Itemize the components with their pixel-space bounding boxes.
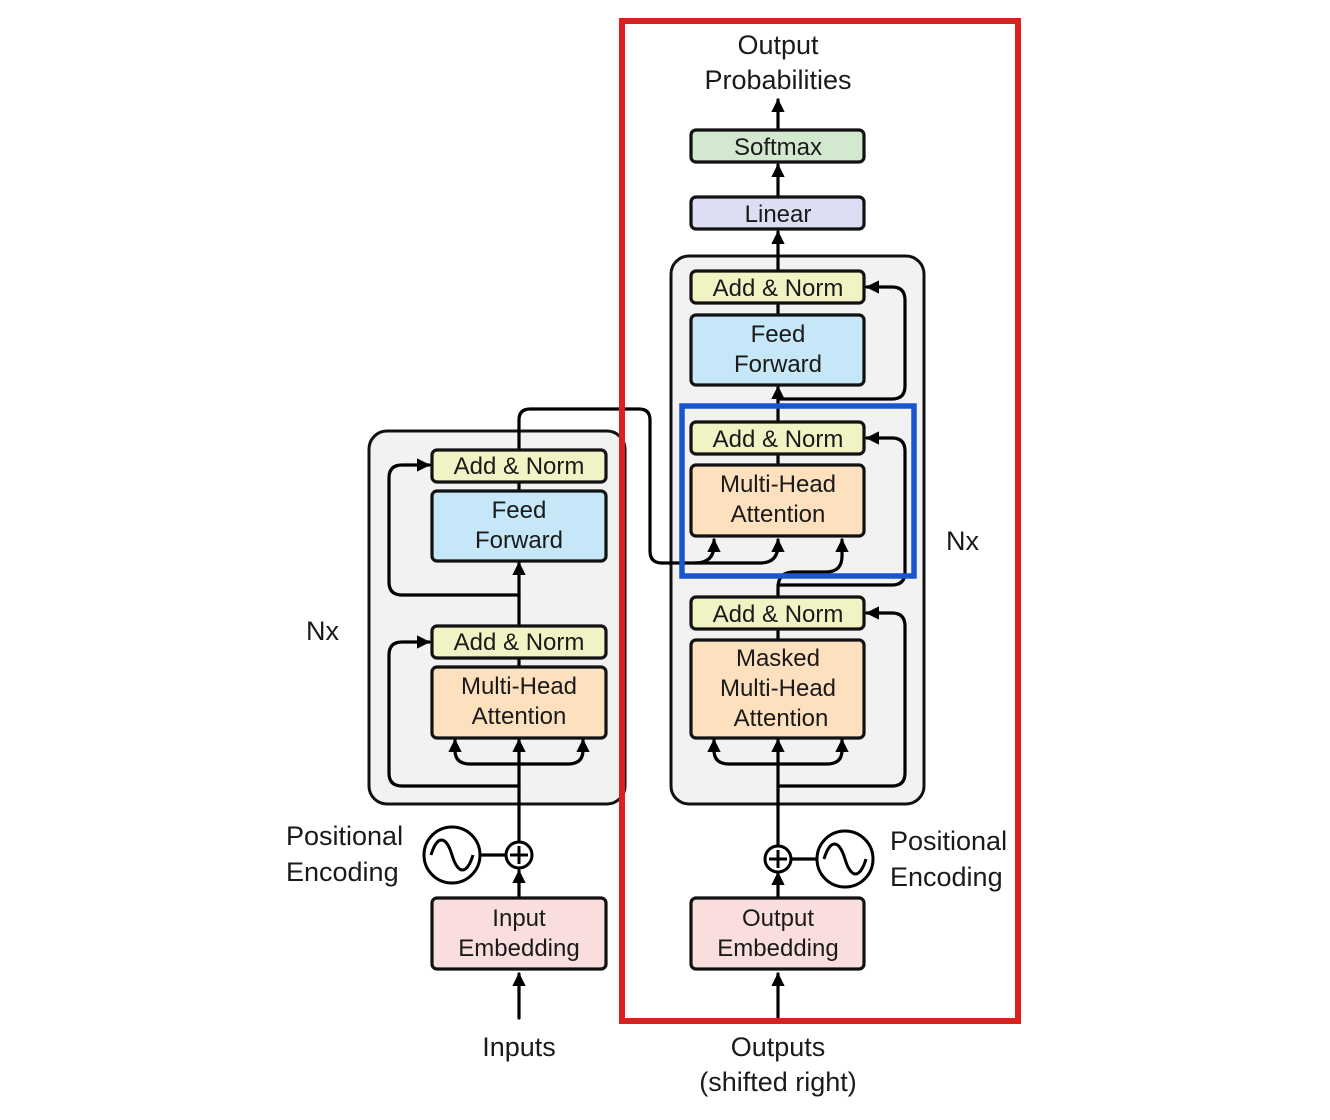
decoder-linear-label: Linear bbox=[745, 201, 812, 228]
decoder-masked-attention-line3: Attention bbox=[734, 705, 829, 732]
encoder-add-operator-icon bbox=[504, 840, 534, 870]
encoder-positional-label-line1: Positional bbox=[286, 821, 403, 851]
encoder-inputs-label: Inputs bbox=[482, 1032, 556, 1062]
decoder-feed-forward: Feed Forward bbox=[689, 313, 866, 387]
decoder-outputs-label-line1: Outputs bbox=[731, 1032, 826, 1062]
decoder-softmax: Softmax bbox=[689, 128, 866, 164]
decoder-masked-attention-line2: Multi-Head bbox=[720, 675, 836, 702]
encoder-add-norm-top: Add & Norm bbox=[430, 448, 608, 484]
decoder-softmax-label: Softmax bbox=[734, 134, 822, 161]
decoder-cross-attention-line2: Attention bbox=[731, 501, 826, 528]
encoder-positional-label-line2: Encoding bbox=[286, 857, 399, 887]
encoder-add-norm-bottom: Add & Norm bbox=[430, 624, 608, 660]
decoder-feed-forward-line2: Forward bbox=[734, 351, 822, 378]
cross-attention-highlight-frame bbox=[679, 403, 917, 579]
encoder-feed-forward-line2: Forward bbox=[475, 527, 563, 554]
decoder-linear: Linear bbox=[689, 195, 866, 231]
decoder-highlight-frame bbox=[619, 18, 1021, 1024]
decoder-add-norm-bottom-label: Add & Norm bbox=[713, 601, 844, 628]
encoder-repeat-label: Nx bbox=[306, 616, 339, 646]
decoder-output-embedding: Output Embedding bbox=[689, 896, 866, 971]
decoder-cross-attention: Multi-Head Attention bbox=[689, 463, 866, 538]
encoder-add-norm-bottom-label: Add & Norm bbox=[454, 629, 585, 656]
decoder-cross-attention-line1: Multi-Head bbox=[720, 471, 836, 498]
decoder-embedding-line1: Output bbox=[742, 905, 814, 932]
encoder-embedding-line1: Input bbox=[492, 905, 546, 932]
encoder-stack bbox=[367, 429, 627, 806]
output-probabilities-line1: Output bbox=[737, 30, 819, 60]
decoder-add-norm-middle: Add & Norm bbox=[689, 420, 866, 456]
decoder-add-norm-bottom: Add & Norm bbox=[689, 595, 866, 631]
decoder-positional-label-line1: Positional bbox=[890, 826, 1007, 856]
decoder-add-norm-top-label: Add & Norm bbox=[713, 275, 844, 302]
decoder-masked-attention: Masked Multi-Head Attention bbox=[689, 638, 866, 740]
decoder-masked-attention-line1: Masked bbox=[736, 645, 820, 672]
encoder-embedding-line2: Embedding bbox=[458, 935, 579, 962]
decoder-positional-encoding-icon bbox=[815, 829, 875, 889]
encoder-positional-encoding-icon bbox=[422, 825, 482, 885]
decoder-positional-label-line2: Encoding bbox=[890, 862, 1003, 892]
decoder-embedding-line2: Embedding bbox=[717, 935, 838, 962]
decoder-repeat-label: Nx bbox=[946, 526, 979, 556]
encoder-add-norm-top-label: Add & Norm bbox=[454, 453, 585, 480]
encoder-feed-forward: Feed Forward bbox=[430, 489, 608, 563]
decoder-add-norm-middle-label: Add & Norm bbox=[713, 426, 844, 453]
decoder-add-operator-icon bbox=[763, 844, 793, 874]
encoder-attention-line1: Multi-Head bbox=[461, 673, 577, 700]
encoder-input-embedding: Input Embedding bbox=[430, 896, 608, 971]
encoder-multi-head-attention: Multi-Head Attention bbox=[430, 665, 608, 740]
decoder-add-norm-top: Add & Norm bbox=[689, 269, 866, 305]
decoder-connections bbox=[707, 98, 907, 1020]
output-probabilities-line2: Probabilities bbox=[704, 65, 851, 95]
encoder-feed-forward-line1: Feed bbox=[492, 497, 547, 524]
encoder-attention-line2: Attention bbox=[472, 703, 567, 730]
decoder-outputs-label-line2: (shifted right) bbox=[699, 1067, 857, 1097]
decoder-feed-forward-line1: Feed bbox=[751, 321, 806, 348]
